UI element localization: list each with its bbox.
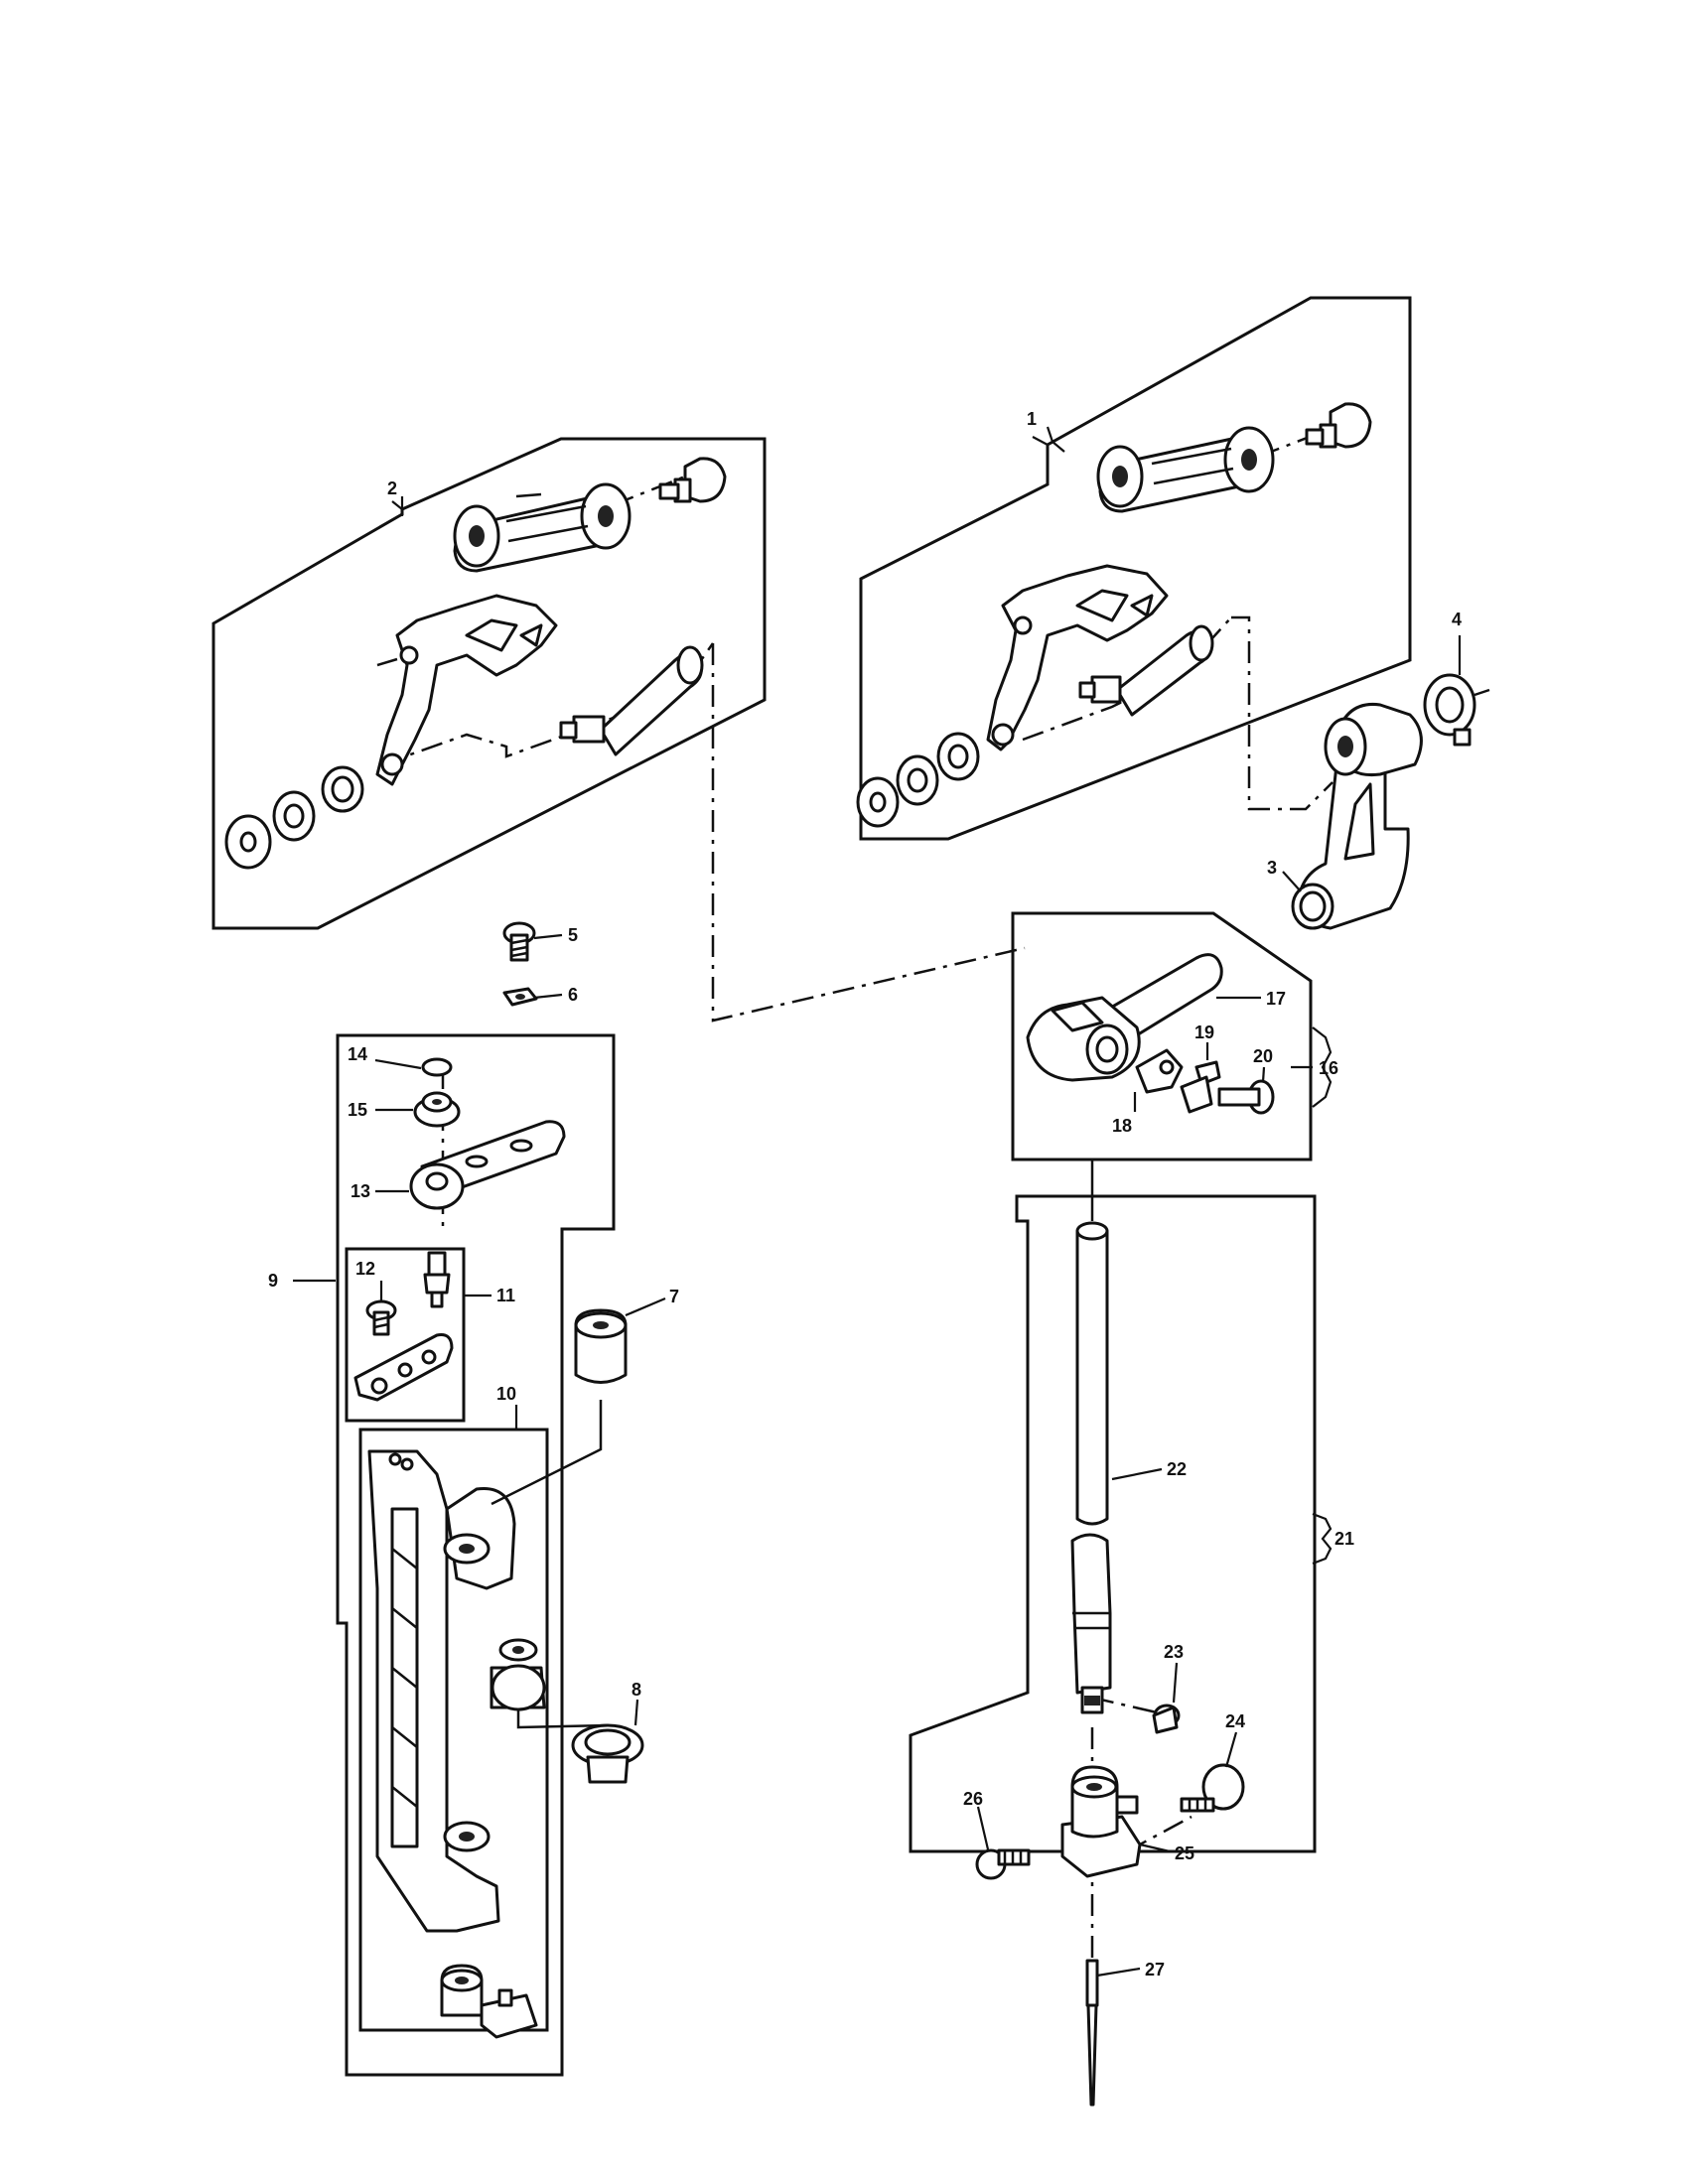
callout-9: 9 xyxy=(268,1271,278,1291)
part-1-pin-top xyxy=(1305,402,1372,449)
part-10-bushing-mid xyxy=(490,1638,546,1711)
part-15-nut xyxy=(413,1091,461,1128)
callout-21: 21 xyxy=(1334,1529,1354,1549)
part-8-flanged-bushing xyxy=(571,1723,644,1784)
part-27-needle xyxy=(1085,1959,1099,2107)
part-4-collar xyxy=(1423,673,1490,747)
part-1-shaft xyxy=(1078,624,1214,717)
part-1-crank-link xyxy=(1096,426,1275,513)
callout-14: 14 xyxy=(348,1044,367,1064)
callout-6: 6 xyxy=(568,985,578,1005)
part-2-hook-lever xyxy=(375,594,558,786)
part-5-screw xyxy=(502,921,536,962)
part-10-arm xyxy=(367,1449,516,1933)
callout-5: 5 xyxy=(568,925,578,945)
part-6-nut xyxy=(502,987,538,1007)
connect-line-left xyxy=(711,643,1026,1023)
part-11-bracket xyxy=(353,1333,454,1402)
assembly-9-frame xyxy=(336,1033,616,2077)
assembly-16-frame xyxy=(1011,911,1313,1161)
part-20-screw xyxy=(1180,1075,1275,1115)
part-11-pin xyxy=(423,1251,451,1308)
part-2-crank-link xyxy=(453,482,632,573)
assembly-1-frame xyxy=(859,296,1412,841)
part-16-clamp xyxy=(1026,996,1141,1082)
callout-23: 23 xyxy=(1164,1642,1184,1662)
callout-22: 22 xyxy=(1167,1459,1187,1479)
callout-16: 16 xyxy=(1319,1058,1338,1078)
part-2-shaft xyxy=(559,645,704,756)
callout-10: 10 xyxy=(496,1384,516,1404)
assembly-11-frame xyxy=(345,1247,466,1423)
callout-3: 3 xyxy=(1267,858,1277,878)
part-13-plate xyxy=(409,1120,566,1210)
assembly-10-frame xyxy=(358,1428,549,2032)
callout-26: 26 xyxy=(963,1789,983,1809)
part-3-rocker-arm xyxy=(1291,702,1423,930)
callout-24: 24 xyxy=(1225,1711,1245,1731)
part-22-rod-upper xyxy=(1075,1221,1109,1526)
leader-lines xyxy=(293,426,1462,1978)
callout-8: 8 xyxy=(632,1680,641,1700)
part-22-rod-lower xyxy=(1070,1533,1112,1714)
callout-13: 13 xyxy=(351,1181,370,1201)
link-7-to-10 xyxy=(491,1400,603,1506)
part-23-screw xyxy=(1152,1704,1181,1734)
callout-20: 20 xyxy=(1253,1046,1273,1066)
part-2-washers xyxy=(224,765,364,870)
assembly-21-frame xyxy=(909,1194,1317,1853)
callout-17: 17 xyxy=(1266,989,1286,1009)
link-10-to-8 xyxy=(516,1709,609,1729)
part-7-bushing xyxy=(574,1308,628,1384)
part-14-ring xyxy=(421,1057,453,1077)
part-1-hook-lever xyxy=(986,564,1169,751)
part-18-block xyxy=(1135,1048,1184,1094)
callout-2: 2 xyxy=(387,478,397,498)
connect-line-right xyxy=(1231,615,1333,811)
callout-25: 25 xyxy=(1175,1843,1194,1863)
part-24-thumb-screw xyxy=(1180,1763,1245,1813)
part-26-screw xyxy=(975,1848,1031,1880)
part-25-needle-clamp xyxy=(1060,1765,1142,1878)
callout-15: 15 xyxy=(348,1100,367,1120)
callout-7: 7 xyxy=(669,1287,679,1306)
callout-11: 11 xyxy=(496,1286,515,1305)
part-1-washers xyxy=(856,732,980,828)
callout-4: 4 xyxy=(1452,610,1462,629)
callout-12: 12 xyxy=(355,1259,375,1279)
callout-1: 1 xyxy=(1027,409,1037,429)
callout-19: 19 xyxy=(1194,1023,1214,1042)
part-12-screw xyxy=(365,1299,397,1336)
callout-18: 18 xyxy=(1112,1116,1132,1136)
part-2-pin-top xyxy=(658,457,727,503)
callout-27: 27 xyxy=(1145,1960,1165,1979)
part-10-bottom-bushings xyxy=(440,1964,538,2039)
